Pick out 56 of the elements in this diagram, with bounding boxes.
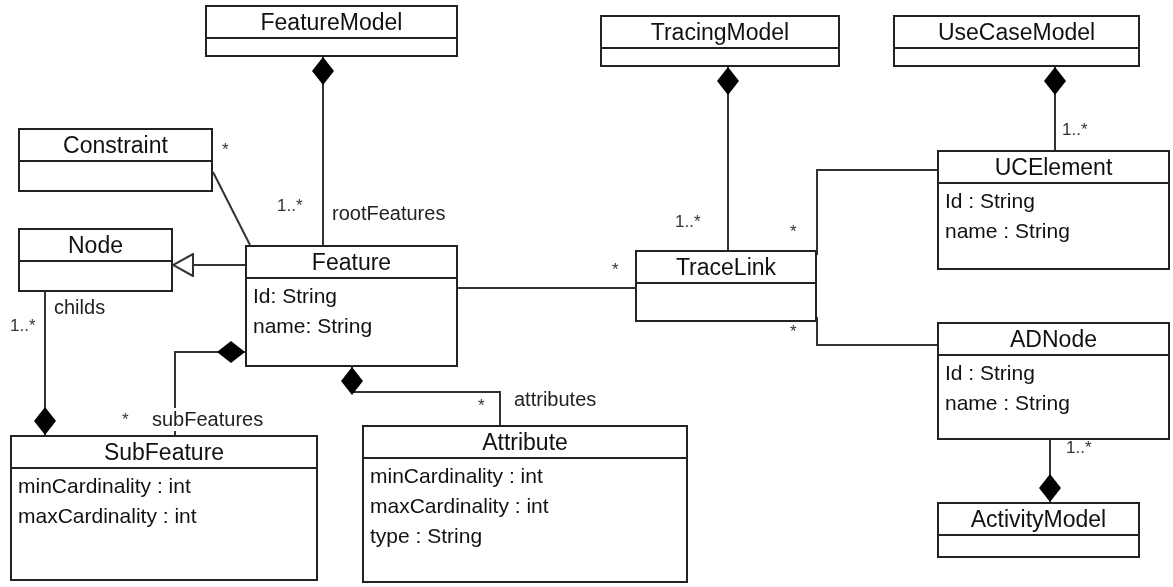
attribute: name: String <box>253 313 374 339</box>
class-name: Feature <box>247 247 456 279</box>
attribute: Id : String <box>945 360 1036 386</box>
composition-line <box>717 66 739 251</box>
attribute: Id: String <box>253 283 339 309</box>
generalization-arrow <box>172 253 246 277</box>
class-name: FeatureModel <box>207 7 456 39</box>
class-name: TracingModel <box>602 17 838 49</box>
class-box <box>205 5 458 57</box>
composition-line <box>341 366 501 426</box>
multiplicity: * <box>790 322 797 342</box>
class-box <box>245 245 458 367</box>
role-name: subFeatures <box>150 408 266 431</box>
class-box <box>937 322 1170 440</box>
class-box <box>893 15 1140 67</box>
multiplicity: 1..* <box>675 212 701 232</box>
multiplicity: 1..* <box>1066 438 1092 458</box>
class-box <box>937 150 1170 270</box>
class-box <box>10 435 318 581</box>
class-name: TraceLink <box>637 252 815 284</box>
multiplicity: * <box>222 140 229 160</box>
multiplicity: * <box>612 260 619 280</box>
class-name: Constraint <box>20 130 211 162</box>
class-box <box>18 228 173 292</box>
association-line <box>457 287 636 289</box>
class-box <box>937 502 1140 558</box>
attribute: name : String <box>945 390 1071 416</box>
composition-line <box>1044 66 1066 151</box>
attribute: minCardinality : int <box>18 473 192 499</box>
multiplicity: 1..* <box>10 316 36 336</box>
class-name: SubFeature <box>12 437 316 469</box>
class-name: Node <box>20 230 171 262</box>
class-name: ADNode <box>939 324 1168 356</box>
attribute: name : String <box>945 218 1071 244</box>
multiplicity: * <box>790 222 797 242</box>
attribute: type : String <box>370 523 484 549</box>
attribute: maxCardinality : int <box>18 503 198 529</box>
attribute: Id : String <box>945 188 1036 214</box>
class-name: UCElement <box>939 152 1168 184</box>
association-line <box>212 171 251 246</box>
class-box <box>635 250 817 322</box>
class-name: ActivityModel <box>939 504 1138 536</box>
class-box <box>18 128 213 192</box>
multiplicity: * <box>478 396 485 416</box>
composition-line <box>1039 439 1061 503</box>
multiplicity: 1..* <box>277 196 303 216</box>
composition-line <box>34 291 56 436</box>
class-box <box>362 425 688 583</box>
composition-line <box>312 56 334 246</box>
class-name: UseCaseModel <box>895 17 1138 49</box>
attribute: minCardinality : int <box>370 463 544 489</box>
class-box <box>600 15 840 67</box>
class-name: Attribute <box>364 427 686 459</box>
multiplicity: * <box>122 410 129 430</box>
attribute: maxCardinality : int <box>370 493 550 519</box>
multiplicity: 1..* <box>1062 120 1088 140</box>
